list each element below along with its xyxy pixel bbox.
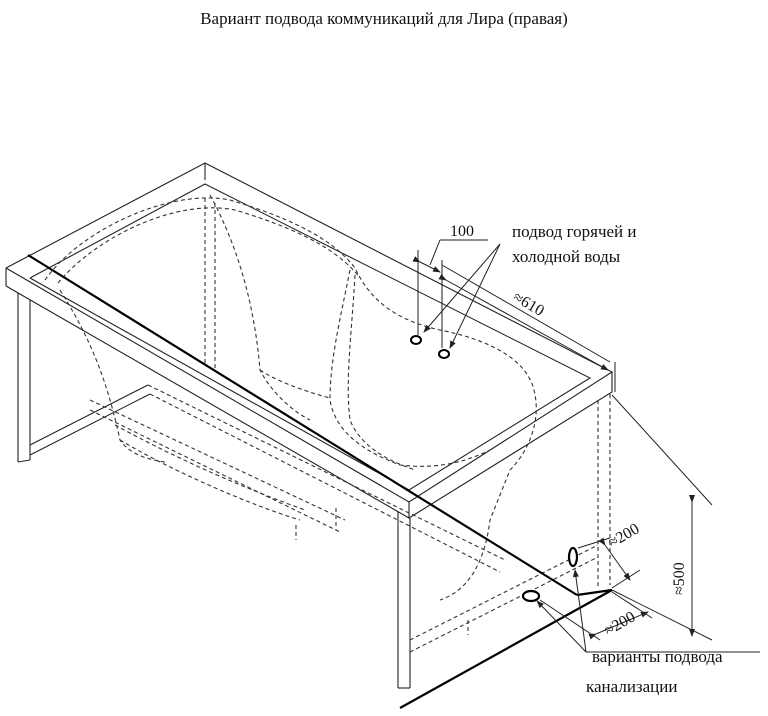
diagram-title: Вариант подвода коммуникаций для Лира (п… <box>200 9 568 28</box>
drain-label-line2: канализации <box>586 677 677 696</box>
drain-label-line1: варианты подвода <box>592 647 723 666</box>
water-supply-callout: подвод горячей и холодной воды <box>423 222 637 349</box>
water-supply-label-line1: подвод горячей и <box>512 222 637 241</box>
drain-front-offset-label: ≈200 <box>602 608 639 639</box>
pipe-spacing-label: 100 <box>450 223 474 240</box>
tub-frame <box>5 162 614 689</box>
hot-water-inlet-icon <box>410 335 422 345</box>
tub-bowl <box>44 194 537 601</box>
water-supply-label-line2: холодной воды <box>512 247 621 266</box>
drain-callout: варианты подвода канализации <box>536 569 760 696</box>
wall-reference-line <box>27 254 578 596</box>
drain-outlet-floor-icon <box>521 589 541 603</box>
drain-side-offset-label: ≈200 <box>606 520 643 551</box>
wall-corner-line <box>399 589 613 709</box>
drain-height-dimension: ≈500 <box>611 394 713 641</box>
cold-water-inlet-icon <box>438 349 450 359</box>
water-offset-dimension: ≈610 <box>438 264 616 392</box>
drain-height-label: ≈500 <box>671 562 688 595</box>
drain-outlet-side-icon <box>567 546 579 568</box>
